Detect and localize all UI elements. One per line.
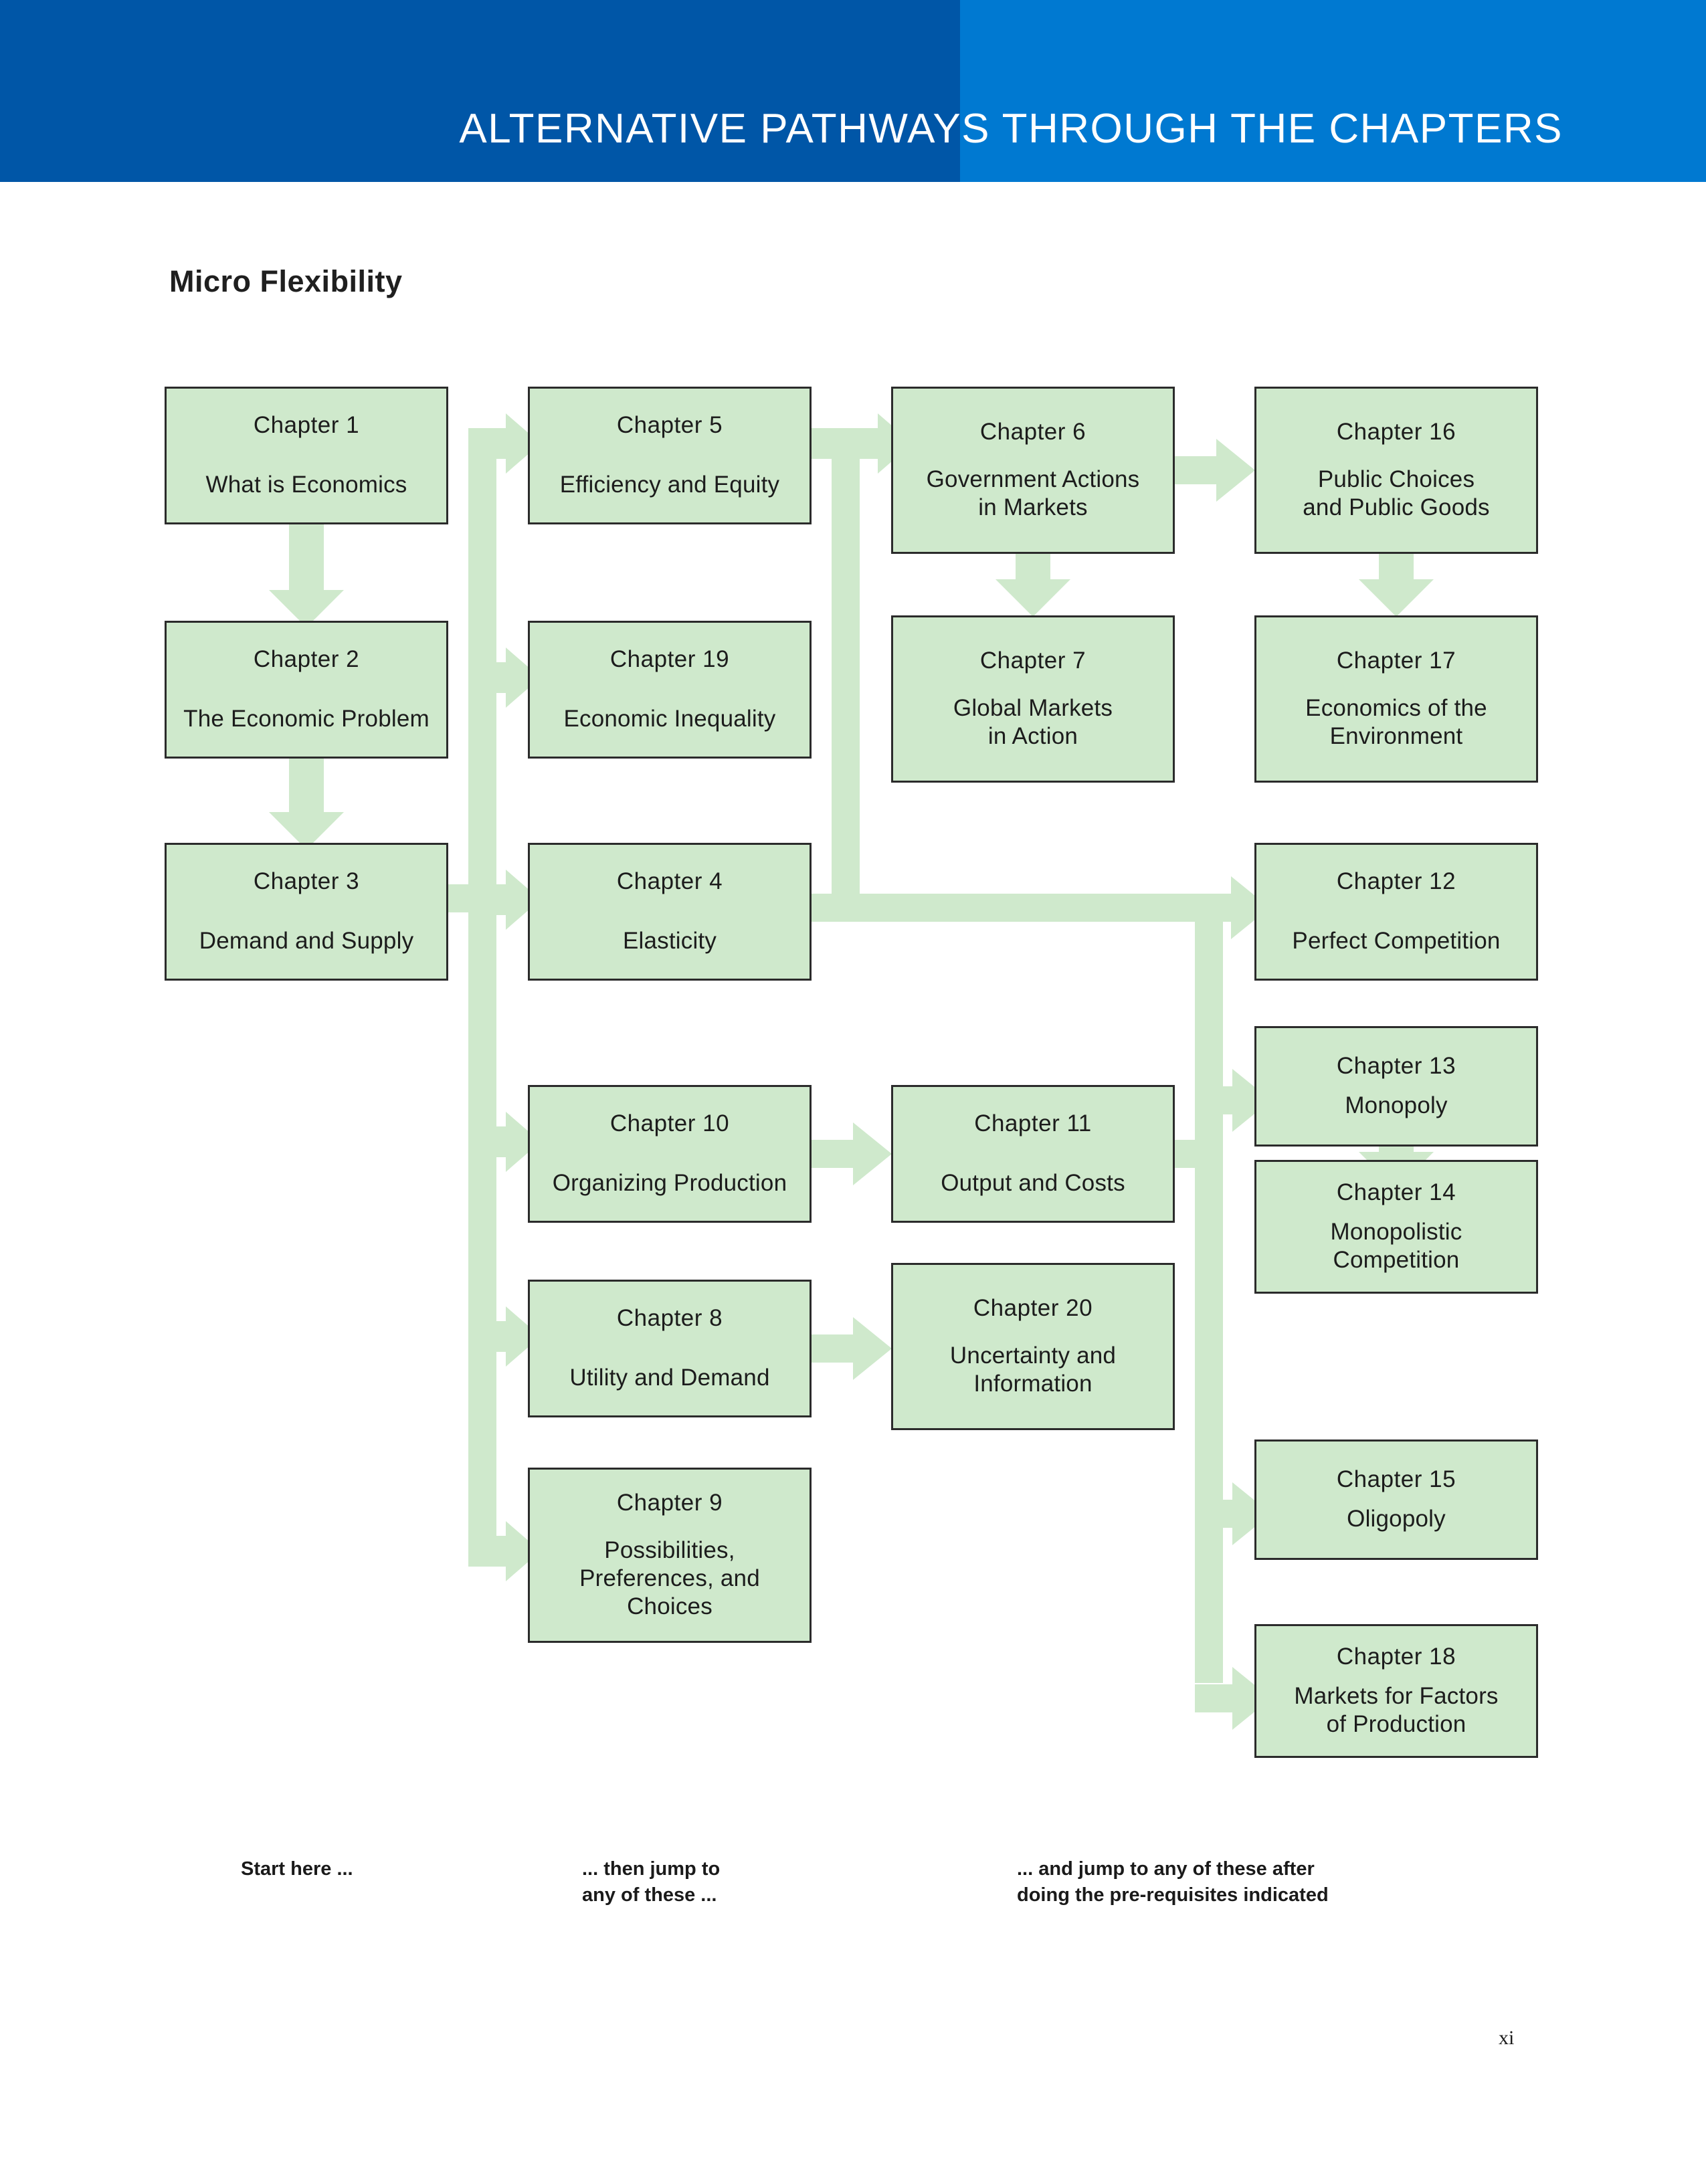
chapter-title: Government Actions in Markets: [926, 466, 1140, 521]
header-bar: ALTERNATIVE PATHWAYS THROUGH THE CHAPTER…: [0, 0, 1706, 182]
chapter-box-ch4[interactable]: Chapter 4 Elasticity: [528, 843, 812, 981]
chapter-number: Chapter 20: [973, 1294, 1093, 1321]
chapter-number: Chapter 18: [1336, 1643, 1456, 1670]
chapter-title: Public Choices and Public Goods: [1303, 466, 1490, 521]
chapter-number: Chapter 7: [979, 647, 1086, 674]
arrow-trunk-to-ch5: [468, 413, 541, 474]
chapter-title: Demand and Supply: [199, 928, 414, 955]
chapter-title: Organizing Production: [552, 1170, 787, 1197]
chapter-number: Chapter 11: [974, 1110, 1092, 1136]
arrow-ch1-to-ch2: [269, 524, 344, 627]
chapter-box-ch9[interactable]: Chapter 9 Possibilities, Preferences, and…: [528, 1468, 812, 1643]
chapter-number: Chapter 9: [616, 1489, 723, 1516]
page-title: Micro Flexibility: [169, 264, 403, 298]
chapter-number: Chapter 17: [1336, 647, 1456, 674]
arrow-ch8-to-ch20: [812, 1317, 892, 1380]
chapter-number: Chapter 16: [1336, 418, 1456, 445]
header-band-left: [0, 0, 960, 182]
chapter-title: Oligopoly: [1347, 1506, 1446, 1532]
chapter-title: The Economic Problem: [183, 706, 430, 732]
arrow-ch10-to-ch11: [812, 1122, 892, 1185]
header-title: ALTERNATIVE PATHWAYS THROUGH THE CHAPTER…: [459, 106, 1563, 152]
chapter-title: Output and Costs: [941, 1170, 1125, 1197]
arrow-trunk-to-ch4: [468, 870, 541, 930]
chapter-number: Chapter 14: [1336, 1179, 1456, 1205]
chapter-number: Chapter 13: [1336, 1052, 1456, 1079]
chapter-box-ch14[interactable]: Chapter 14 Monopolistic Competition: [1254, 1160, 1538, 1294]
chapter-title: Uncertainty and Information: [949, 1343, 1117, 1397]
arrow-ch6-to-ch7: [996, 554, 1070, 617]
chapter-box-ch11[interactable]: Chapter 11 Output and Costs: [891, 1085, 1175, 1223]
chapter-number: Chapter 15: [1336, 1466, 1456, 1492]
chapter-number: Chapter 8: [616, 1304, 723, 1331]
chapter-box-ch16[interactable]: Chapter 16 Public Choices and Public Good…: [1254, 387, 1538, 554]
chapter-box-ch13[interactable]: Chapter 13 Monopoly: [1254, 1026, 1538, 1147]
arrow-trunk-to-ch13: [1195, 1069, 1271, 1132]
chapter-title: Utility and Demand: [569, 1365, 770, 1391]
chapter-number: Chapter 5: [616, 411, 723, 438]
arrow-trunk-to-ch9: [468, 1521, 541, 1581]
chapter-title: Economics of the Environment: [1305, 695, 1487, 750]
note-and: ... and jump to any of these after doing…: [1017, 1858, 1329, 1906]
chapter-box-ch18[interactable]: Chapter 18 Markets for Factors of Product…: [1254, 1624, 1538, 1758]
arrow-trunk-to-ch10: [468, 1112, 541, 1172]
chapter-box-ch10[interactable]: Chapter 10 Organizing Production: [528, 1085, 812, 1223]
chapter-title: Monopoly: [1345, 1092, 1448, 1119]
chapter-box-ch19[interactable]: Chapter 19 Economic Inequality: [528, 621, 812, 759]
chapter-title: Elasticity: [622, 928, 717, 955]
chapter-title: Global Markets in Action: [953, 695, 1113, 750]
arrow-trunk-to-ch15: [1195, 1482, 1271, 1545]
chapter-box-ch12[interactable]: Chapter 12 Perfect Competition: [1254, 843, 1538, 981]
chapter-box-ch3[interactable]: Chapter 3 Demand and Supply: [165, 843, 448, 981]
note-then: ... then jump to any of these ...: [582, 1858, 721, 1906]
arrow-trunk-to-ch8: [468, 1306, 541, 1367]
chapter-title: Perfect Competition: [1292, 928, 1501, 955]
chapter-box-ch2[interactable]: Chapter 2 The Economic Problem: [165, 621, 448, 759]
chapter-box-ch15[interactable]: Chapter 15 Oligopoly: [1254, 1440, 1538, 1560]
chapter-box-ch6[interactable]: Chapter 6 Government Actions in Markets: [891, 387, 1175, 554]
chapter-title: Economic Inequality: [563, 706, 776, 732]
chapter-title: Markets for Factors of Production: [1294, 1683, 1499, 1738]
trunk-mid-vertical: [832, 428, 860, 922]
arrow-bus-to-ch12: [1204, 876, 1270, 939]
arrow-ch6-to-ch16: [1175, 439, 1255, 502]
page-number: xi: [1499, 2027, 1515, 2049]
arrow-ch16-to-ch17: [1359, 554, 1434, 617]
note-start: Start here ...: [241, 1858, 353, 1880]
bus-horizontal-to-ch12: [832, 894, 1246, 922]
chapter-number: Chapter 6: [979, 418, 1086, 445]
connector-ch3-to-trunk: [448, 884, 482, 912]
chapter-box-ch17[interactable]: Chapter 17 Economics of the Environment: [1254, 615, 1538, 783]
chapter-number: Chapter 19: [609, 646, 730, 672]
connector-ch11-to-trunk: [1175, 1140, 1215, 1168]
chapter-box-ch7[interactable]: Chapter 7 Global Markets in Action: [891, 615, 1175, 783]
chapter-title: Possibilities, Preferences, and Choices: [579, 1537, 760, 1620]
header-band-right: [960, 0, 1706, 182]
arrow-trunk-to-ch18: [1195, 1667, 1271, 1730]
chapter-number: Chapter 10: [609, 1110, 730, 1136]
chapter-box-ch20[interactable]: Chapter 20 Uncertainty and Information: [891, 1263, 1175, 1430]
trunk-right-vertical: [1195, 894, 1223, 1683]
chapter-number: Chapter 3: [253, 868, 360, 894]
arrow-ch2-to-ch3: [269, 759, 344, 850]
chapter-title: Efficiency and Equity: [559, 472, 780, 498]
connector-ch5-to-trunk: [812, 428, 838, 456]
connector-ch4-to-bus: [812, 894, 838, 922]
chapter-box-ch8[interactable]: Chapter 8 Utility and Demand: [528, 1280, 812, 1417]
chapter-number: Chapter 12: [1336, 868, 1456, 894]
chapter-number: Chapter 4: [616, 868, 723, 894]
chapter-box-ch5[interactable]: Chapter 5 Efficiency and Equity: [528, 387, 812, 524]
chapter-number: Chapter 1: [253, 411, 360, 438]
chapter-title: What is Economics: [205, 472, 407, 498]
chapter-number: Chapter 2: [253, 646, 360, 672]
chapter-title: Monopolistic Competition: [1330, 1219, 1462, 1274]
chapter-box-ch1[interactable]: Chapter 1 What is Economics: [165, 387, 448, 524]
arrow-trunk-to-ch19: [468, 648, 541, 708]
trunk-left-vertical: [468, 428, 496, 1565]
